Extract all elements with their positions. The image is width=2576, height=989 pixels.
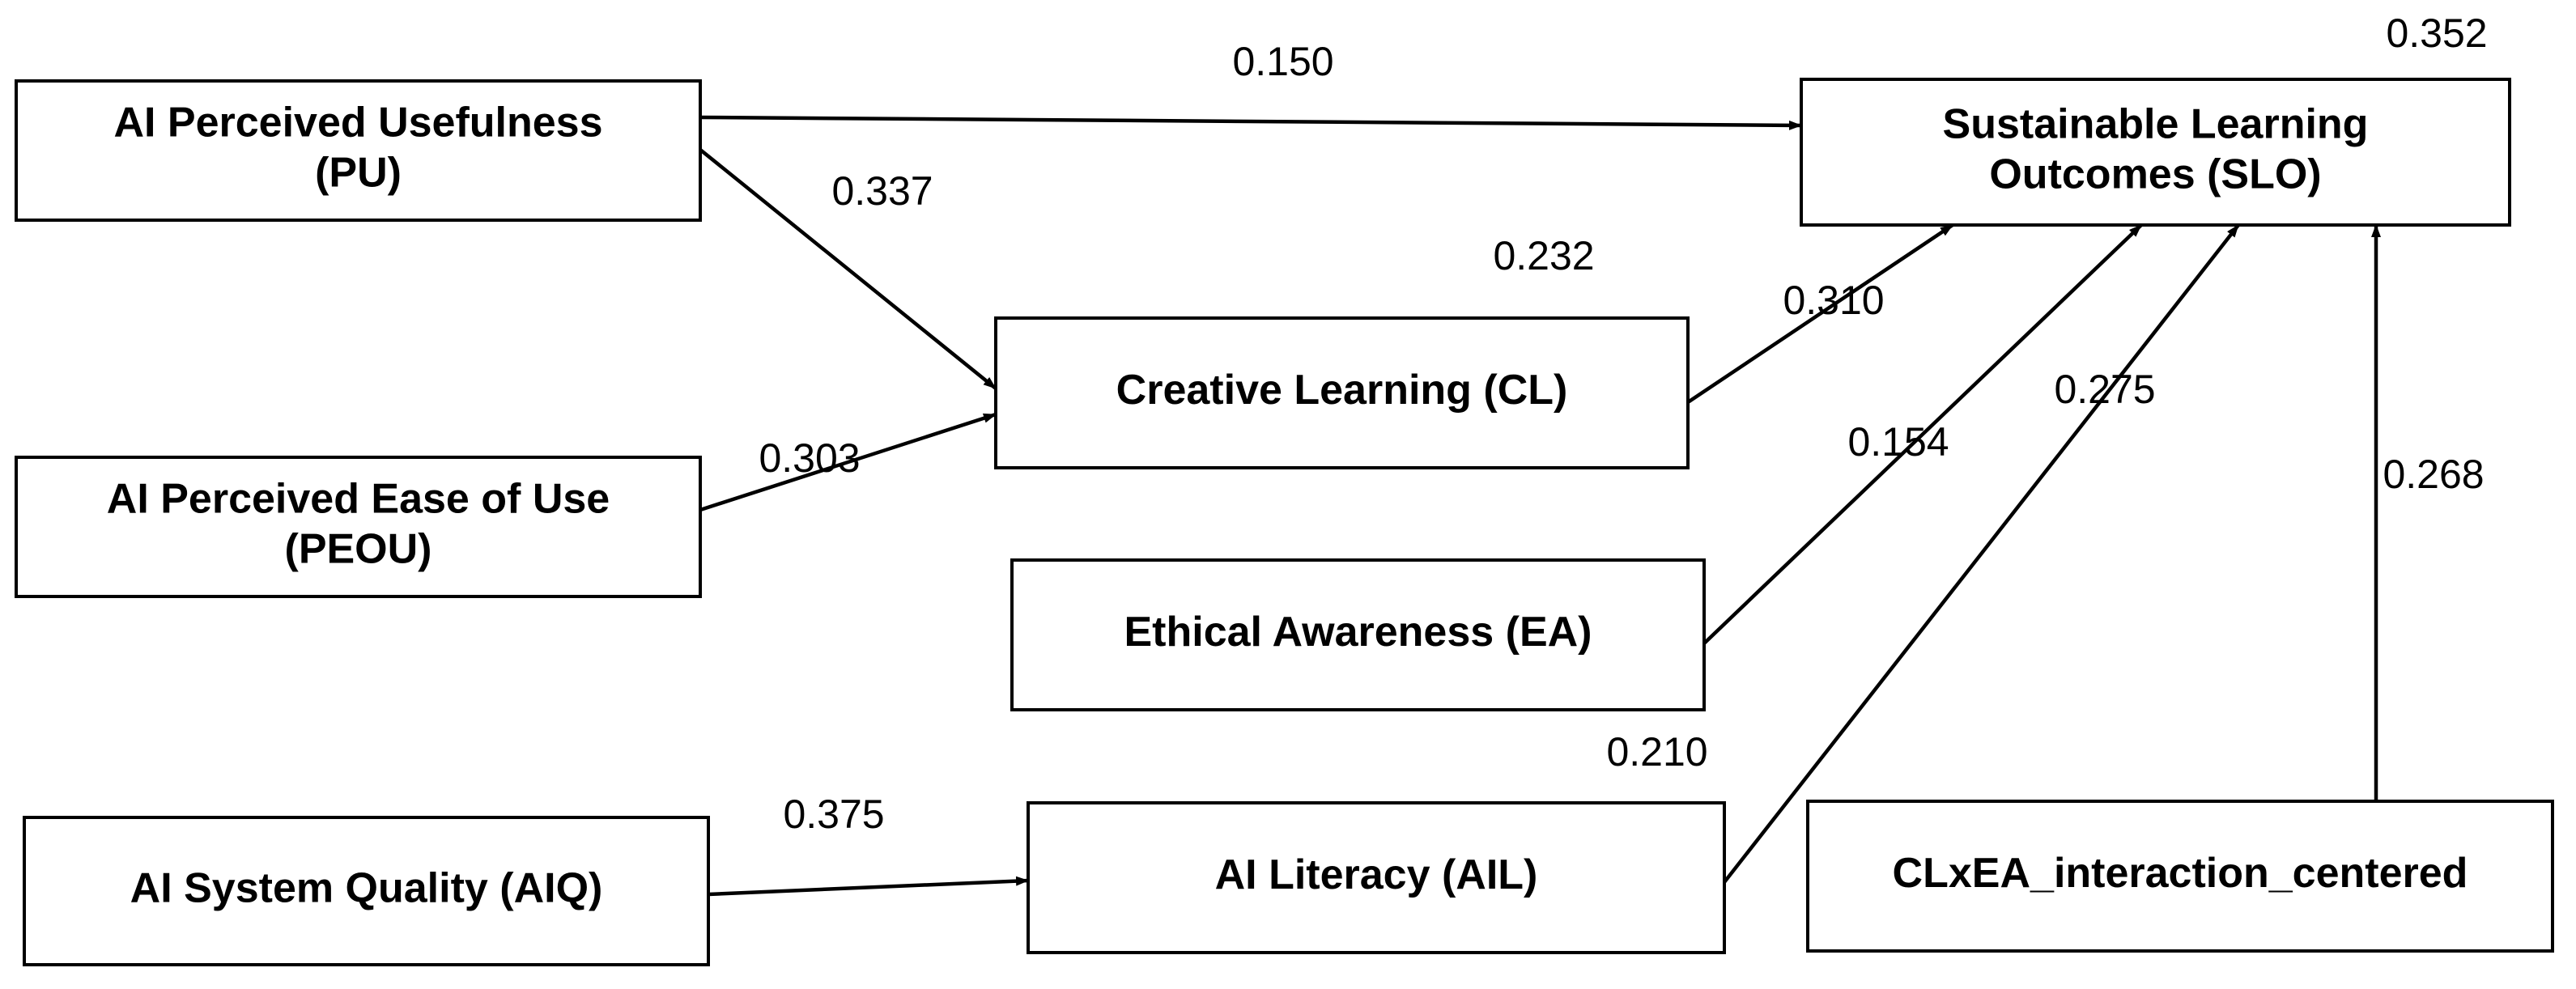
construct-box-outline xyxy=(994,316,1690,469)
construct-box-ea: Ethical Awareness (EA) xyxy=(1010,558,1706,711)
construct-label-ea-line-1: Ethical Awareness (EA) xyxy=(1124,609,1592,656)
path-coefficient-pu-to-slo: 0.150 xyxy=(1232,39,1333,84)
construct-label-peou-line-2: (PEOU) xyxy=(285,526,432,573)
construct-box-peou: AI Perceived Ease of Use(PEOU) xyxy=(15,456,702,598)
construct-box-outline xyxy=(23,816,710,966)
path-arrow-peou-to-cl xyxy=(699,412,997,512)
path-coefficient-ail-to-slo: 0.275 xyxy=(2054,367,2155,412)
path-coefficient-aiq-to-ail: 0.375 xyxy=(783,792,884,837)
path-arrow-pu-to-slo xyxy=(699,115,1802,130)
construct-box-pu: AI Perceived Usefulness(PU) xyxy=(15,79,702,222)
construct-box-outline xyxy=(15,79,702,222)
r-squared-cl: 0.232 xyxy=(1493,233,1594,278)
path-coefficient-cl-to-slo: 0.310 xyxy=(1783,278,1884,323)
construct-box-outline xyxy=(15,456,702,598)
path-arrow-pu-to-cl xyxy=(699,148,997,390)
construct-box-int: CLxEA_interaction_centered xyxy=(1806,800,2554,953)
r-squared-slo: 0.352 xyxy=(2386,11,2487,56)
path-arrow-ail-to-slo xyxy=(1723,223,2240,884)
construct-box-aiq: AI System Quality (AIQ) xyxy=(23,816,710,966)
path-arrow-aiq-to-ail xyxy=(708,876,1029,897)
path-coefficient-ea-to-slo: 0.154 xyxy=(1847,419,1949,465)
construct-label-slo-line-1: Sustainable Learning xyxy=(1943,101,2369,148)
construct-label-cl-line-1: Creative Learning (CL) xyxy=(1116,367,1568,414)
path-arrow-cl-to-slo xyxy=(1686,223,1954,404)
construct-box-cl: Creative Learning (CL) xyxy=(994,316,1690,469)
construct-box-outline xyxy=(1806,800,2554,953)
construct-label-int-line-1: CLxEA_interaction_centered xyxy=(1893,850,2468,897)
construct-box-outline xyxy=(1027,801,1726,954)
construct-label-slo-line-2: Outcomes (SLO) xyxy=(1989,151,2321,198)
construct-box-ail: AI Literacy (AIL) xyxy=(1027,801,1726,954)
path-coefficient-peou-to-cl: 0.303 xyxy=(759,435,860,481)
construct-label-pu-line-1: AI Perceived Usefulness xyxy=(113,100,602,146)
path-arrow-ea-to-slo xyxy=(1702,223,2143,645)
construct-label-pu-line-2: (PU) xyxy=(315,150,402,197)
construct-label-aiq-line-1: AI System Quality (AIQ) xyxy=(130,865,603,912)
path-coefficient-pu-to-cl: 0.337 xyxy=(831,168,933,214)
construct-box-outline xyxy=(1010,558,1706,711)
construct-label-ail-line-1: AI Literacy (AIL) xyxy=(1215,851,1538,898)
construct-box-outline xyxy=(1800,78,2511,227)
r-squared-ail: 0.210 xyxy=(1606,729,1707,775)
path-coefficient-int-to-slo: 0.268 xyxy=(2383,452,2484,497)
construct-label-peou-line-1: AI Perceived Ease of Use xyxy=(107,476,610,523)
